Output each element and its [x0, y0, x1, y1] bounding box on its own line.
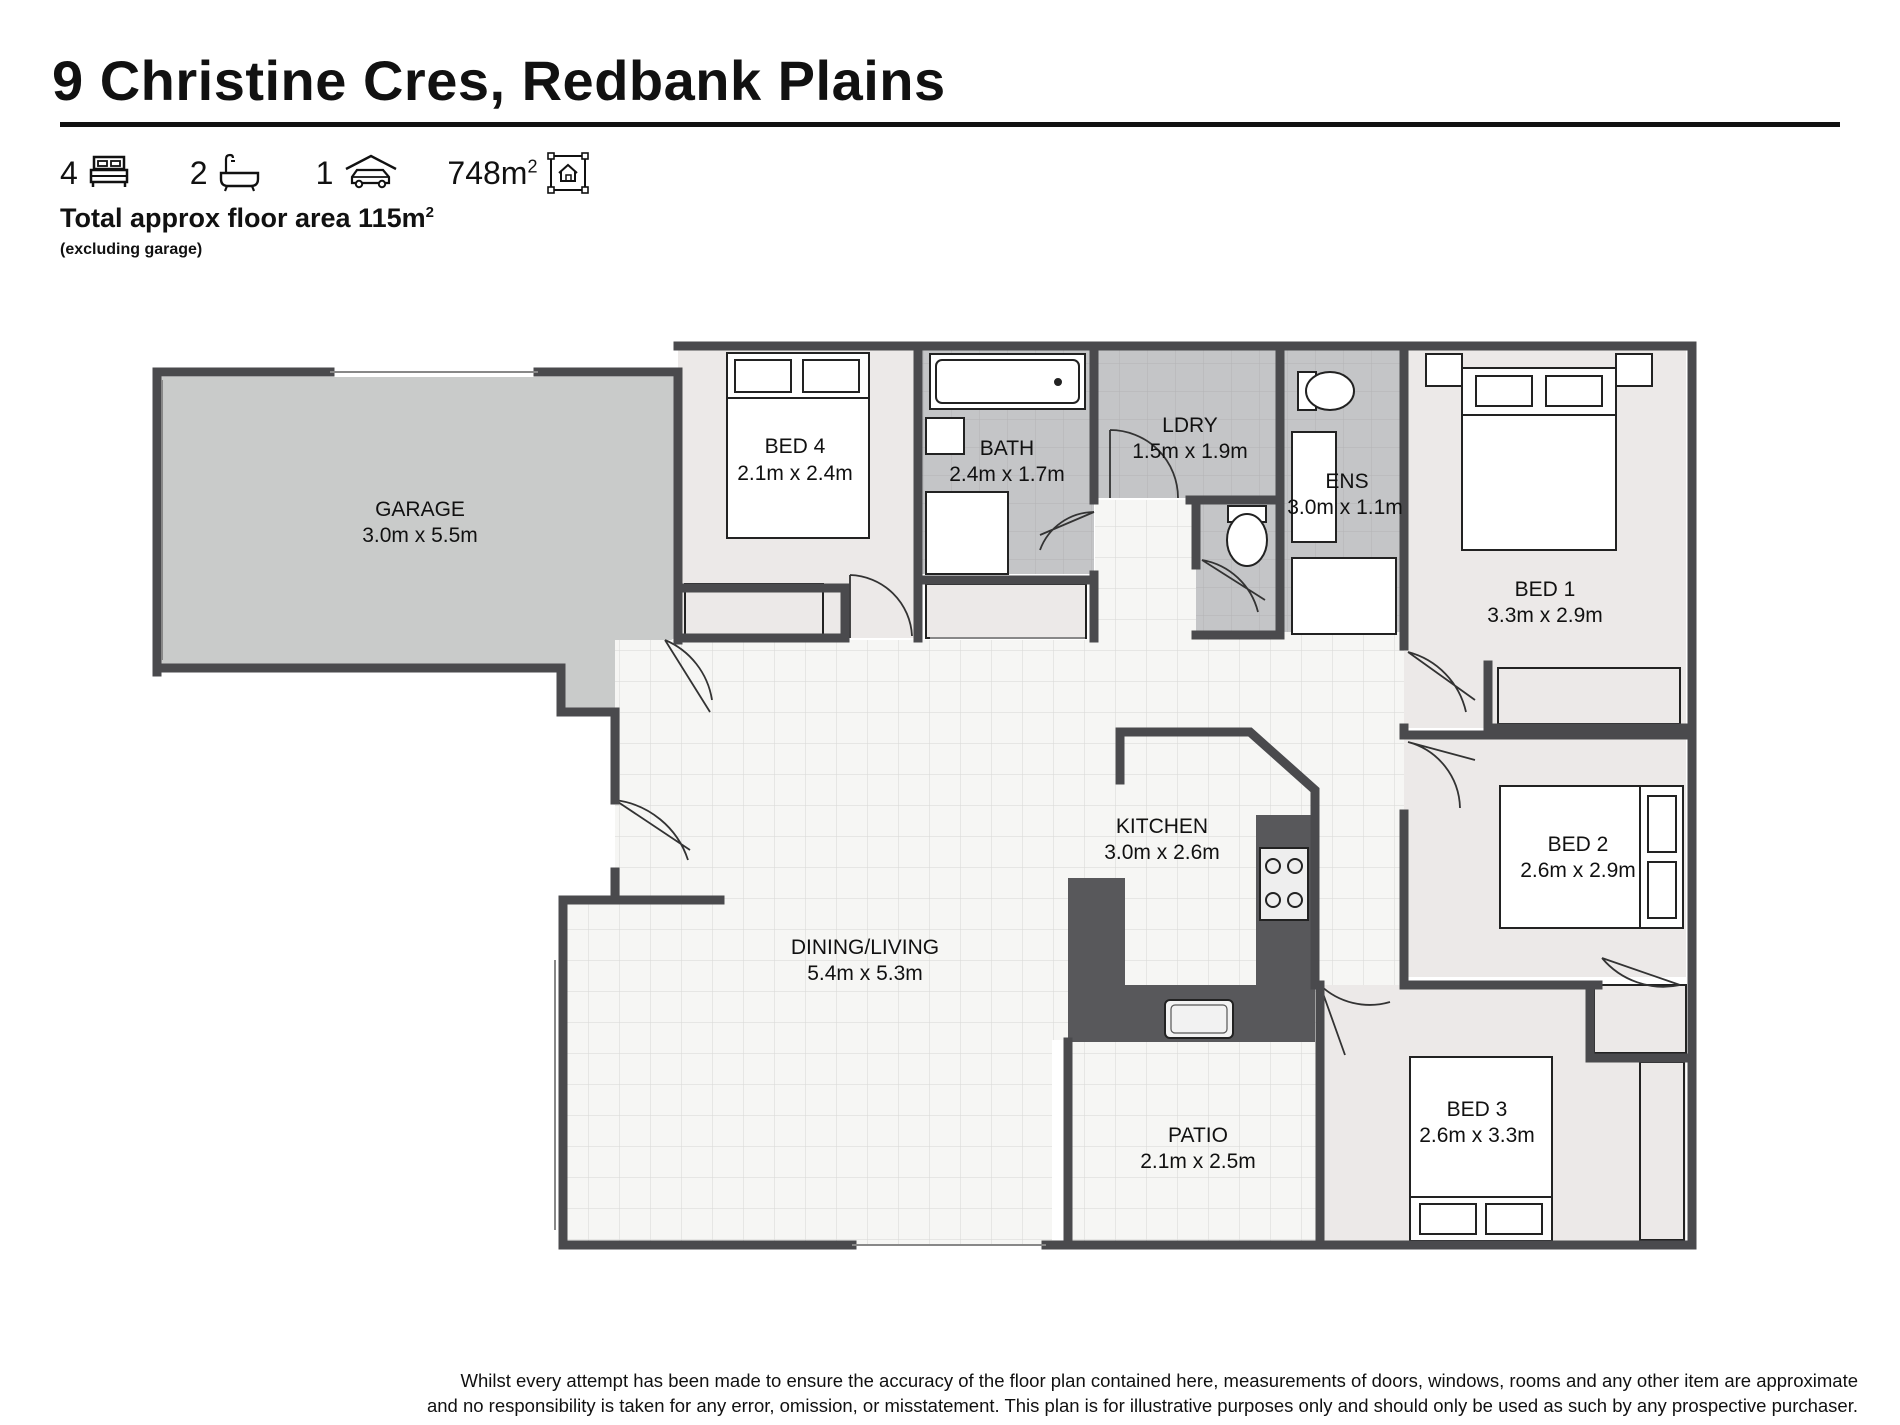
bed4-door-swing	[849, 574, 913, 638]
bath-linen	[925, 583, 1087, 639]
patio-floor	[1068, 1040, 1316, 1245]
bath-door-swing	[1039, 511, 1095, 551]
bed2-label: BED 2	[1548, 833, 1609, 856]
floor-area-label: Total approx floor area 115m	[60, 203, 426, 233]
bed1-bed	[1461, 414, 1617, 551]
ens-label: ENS	[1325, 470, 1368, 493]
cooktop-icon	[1259, 847, 1309, 921]
kitchen-label: KITCHEN	[1116, 815, 1208, 838]
disclaimer-line-1: Whilst every attempt has been made to en…	[460, 1370, 1858, 1391]
bed2-wardrobe	[1593, 984, 1687, 1054]
garage-size: 3.0m x 5.5m	[362, 524, 478, 547]
bedroom-stat: 4	[60, 153, 130, 193]
bath-vanity	[925, 417, 965, 455]
bath-size: 2.4m x 1.7m	[949, 463, 1065, 486]
bathtub-icon	[218, 153, 260, 193]
bed4-size: 2.1m x 2.4m	[737, 462, 853, 485]
bath-shower	[925, 491, 1009, 575]
floor-area-note: (excluding garage)	[60, 241, 203, 258]
car-count: 1	[315, 154, 334, 191]
ldry-label: LDRY	[1162, 414, 1218, 437]
bed1-wardrobe	[1497, 667, 1681, 725]
kitchen-counter	[1068, 815, 1315, 1042]
kitchen-size: 3.0m x 2.6m	[1104, 841, 1220, 864]
ens-vanity	[1291, 431, 1337, 543]
ens-shower	[1291, 557, 1397, 635]
bed3-bed	[1409, 1056, 1553, 1198]
bed1-label: BED 1	[1515, 578, 1576, 601]
sink-icon	[1164, 999, 1234, 1039]
patio-label: PATIO	[1168, 1124, 1228, 1147]
bed2-size: 2.6m x 2.9m	[1520, 859, 1636, 882]
bed1-size: 3.3m x 2.9m	[1487, 604, 1603, 627]
dining-size: 5.4m x 5.3m	[807, 962, 923, 985]
bed3-size: 2.6m x 3.3m	[1419, 1124, 1535, 1147]
floor-area: Total approx floor area 115m2	[60, 203, 434, 234]
toilet-icon	[1226, 513, 1268, 567]
bed-icon	[88, 153, 130, 193]
land-area-sup: 2	[527, 155, 538, 176]
bed1-door-swing	[1407, 651, 1476, 713]
ldry-floor	[1094, 348, 1280, 498]
entry-door-swing	[614, 799, 691, 861]
wc-door-swing	[1201, 559, 1266, 613]
bathroom-stat: 2	[190, 153, 260, 193]
garage-floor	[157, 377, 678, 712]
title-divider	[60, 122, 1840, 127]
floor-area-sup: 2	[425, 204, 434, 221]
dining-label: DINING/LIVING	[791, 936, 939, 959]
land-area-stat: 748m2	[447, 152, 590, 194]
garage-label: GARAGE	[375, 498, 465, 521]
house-land-icon	[547, 152, 590, 194]
bed2-door-swing	[1407, 741, 1476, 809]
ldry-door-swing	[1109, 429, 1179, 499]
bathroom-count: 2	[189, 154, 208, 191]
bed4-bed	[726, 397, 870, 539]
windows	[161, 371, 1085, 1246]
bedroom-count: 4	[60, 154, 78, 191]
walls	[152, 341, 1697, 1250]
ens-size: 3.0m x 1.1m	[1287, 496, 1403, 519]
robe-door-swing	[1601, 957, 1681, 988]
land-area-value: 748m	[447, 154, 528, 191]
bed4-label: BED 4	[765, 435, 826, 458]
ldry-size: 1.5m x 1.9m	[1132, 440, 1248, 463]
car-icon	[343, 153, 399, 193]
bed2-bed	[1499, 785, 1641, 929]
bed3-wardrobe	[1639, 1061, 1685, 1241]
disclaimer-line-2: and no responsibility is taken for any e…	[426, 1395, 1858, 1416]
page-title: 9 Christine Cres, Redbank Plains	[52, 49, 946, 112]
disclaimer: Whilst every attempt has been made to en…	[258, 1368, 1858, 1418]
car-stat: 1	[316, 153, 400, 193]
property-stats: 4 2 1	[60, 150, 631, 196]
living-floor	[563, 500, 1408, 1245]
room-labels: GARAGE 3.0m x 5.5m BED 4 2.1m x 2.4m BAT…	[362, 414, 1636, 1173]
ens-toilet-icon	[1305, 371, 1355, 411]
bed3-label: BED 3	[1447, 1098, 1508, 1121]
kitchen-bench	[1068, 815, 1315, 1042]
patio-size: 2.1m x 2.5m	[1140, 1150, 1256, 1173]
garage-door-swing	[664, 639, 713, 713]
doors	[614, 429, 1681, 1056]
bath-label: BATH	[980, 437, 1034, 460]
